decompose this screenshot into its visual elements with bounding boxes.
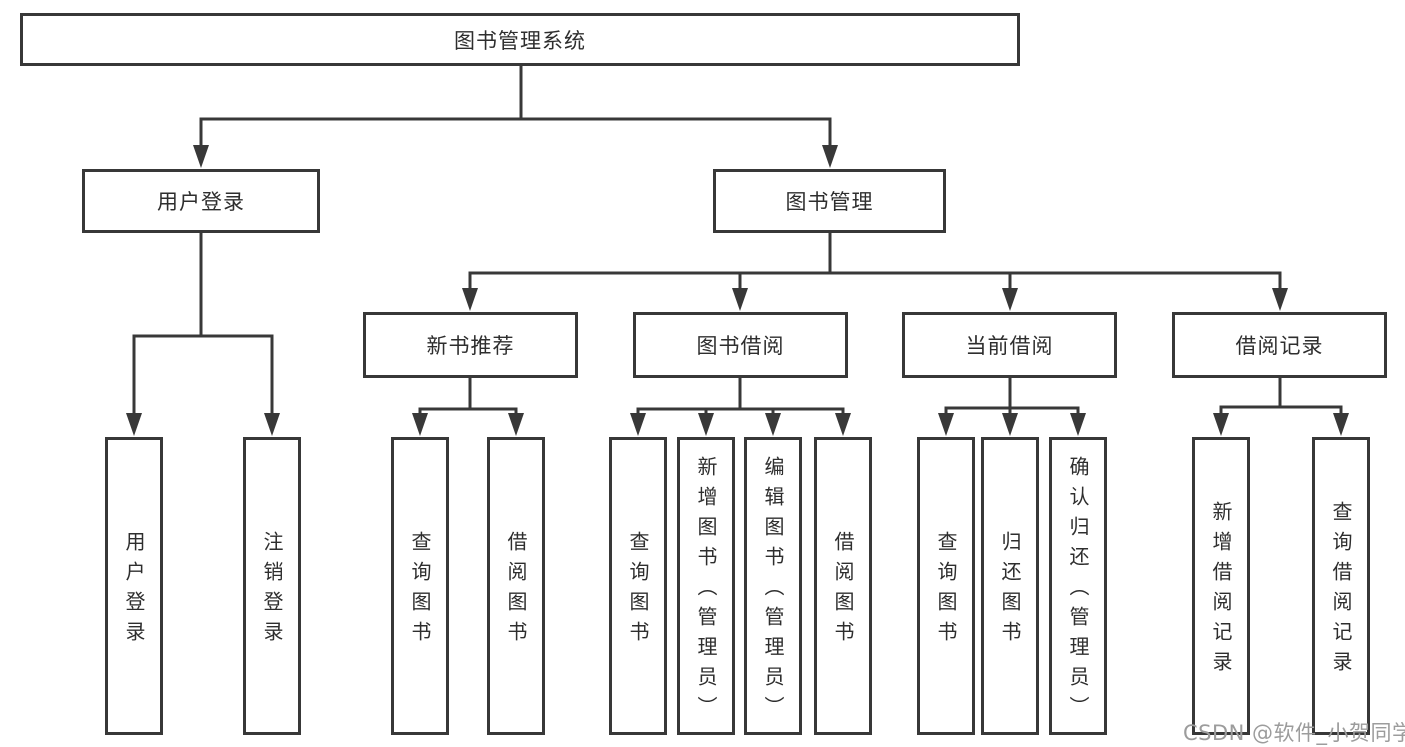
leaf-edit-book-admin-label: 编辑图书（管理员） (761, 456, 785, 726)
leaf-edit-book-admin: 编辑图书（管理员） (744, 437, 802, 735)
node-book-borrow: 图书借阅 (633, 312, 848, 378)
leaf-borrow-book-1: 借阅图书 (487, 437, 545, 735)
leaf-borrow-book-1-label: 借阅图书 (504, 531, 528, 651)
leaf-query-book-2: 查询图书 (609, 437, 667, 735)
leaf-add-book-admin: 新增图书（管理员） (677, 437, 735, 735)
node-borrow-record-label: 借阅记录 (1235, 334, 1324, 358)
leaf-query-book-3: 查询图书 (917, 437, 975, 735)
leaf-logout-label: 注销登录 (260, 531, 284, 651)
node-current-borrow-label: 当前借阅 (965, 334, 1054, 358)
node-root-label: 图书管理系统 (454, 28, 586, 53)
node-user-login-label: 用户登录 (157, 190, 245, 214)
leaf-query-borrow-record-label: 查询借阅记录 (1329, 501, 1353, 681)
leaf-user-login: 用户登录 (105, 437, 163, 735)
leaf-return-book-label: 归还图书 (998, 531, 1022, 651)
leaf-borrow-book-2-label: 借阅图书 (831, 531, 855, 651)
leaf-add-book-admin-label: 新增图书（管理员） (694, 456, 718, 726)
node-book-borrow-label: 图书借阅 (696, 334, 785, 358)
node-book-management: 图书管理 (713, 169, 946, 233)
leaf-query-book-1: 查询图书 (391, 437, 449, 735)
node-book-management-label: 图书管理 (785, 190, 874, 214)
node-borrow-record: 借阅记录 (1172, 312, 1387, 378)
leaf-logout: 注销登录 (243, 437, 301, 735)
node-root-system: 图书管理系统 (20, 13, 1020, 66)
leaf-query-borrow-record: 查询借阅记录 (1312, 437, 1370, 735)
leaf-query-book-2-label: 查询图书 (626, 531, 650, 651)
leaf-user-login-label: 用户登录 (122, 531, 146, 651)
leaf-confirm-return-admin: 确认归还（管理员） (1049, 437, 1107, 735)
leaf-query-book-1-label: 查询图书 (408, 531, 432, 651)
leaf-confirm-return-admin-label: 确认归还（管理员） (1066, 456, 1090, 726)
watermark: CSDN @软件_小贺同学 (1183, 721, 1405, 745)
leaf-return-book: 归还图书 (981, 437, 1039, 735)
leaf-add-borrow-record: 新增借阅记录 (1192, 437, 1250, 735)
node-user-login: 用户登录 (82, 169, 320, 233)
node-new-book-recommend: 新书推荐 (363, 312, 578, 378)
leaf-query-book-3-label: 查询图书 (934, 531, 958, 651)
leaf-add-borrow-record-label: 新增借阅记录 (1209, 501, 1233, 681)
node-current-borrow: 当前借阅 (902, 312, 1117, 378)
leaf-borrow-book-2: 借阅图书 (814, 437, 872, 735)
node-new-book-recommend-label: 新书推荐 (426, 334, 515, 358)
